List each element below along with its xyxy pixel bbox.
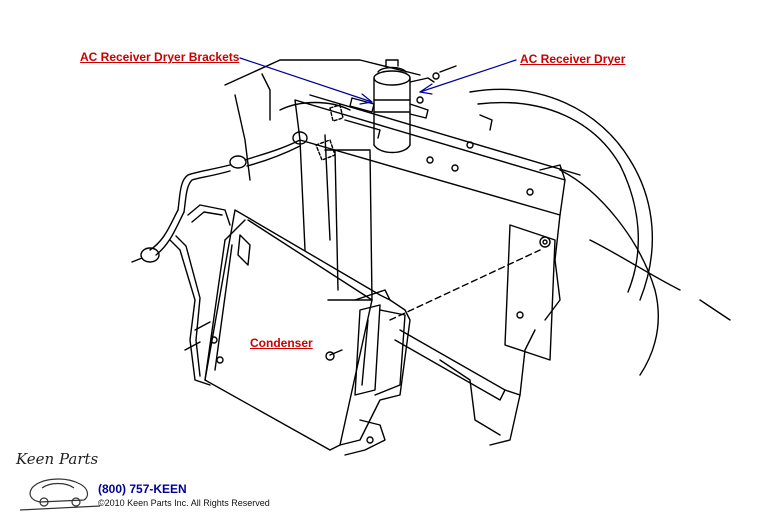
keen-parts-logo	[19, 478, 101, 511]
label-ac-receiver-dryer-brackets[interactable]: AC Receiver Dryer Brackets	[80, 50, 240, 64]
ac-receiver-dryer[interactable]	[373, 59, 457, 154]
condenser[interactable]	[184, 209, 411, 456]
phone-number[interactable]: (800) 757-KEEN	[98, 482, 187, 496]
leader-lines	[239, 57, 517, 105]
radiator-support	[294, 94, 581, 446]
copyright-notice: ©2010 Keen Parts Inc. All Rights Reserve…	[98, 498, 270, 508]
mounting-dashed-line	[389, 249, 541, 321]
ac-hose-lines	[131, 131, 308, 386]
inner-fender-left	[224, 59, 421, 181]
fasteners	[466, 114, 566, 319]
radiator-core	[324, 149, 556, 361]
label-condenser[interactable]: Condenser	[250, 336, 313, 350]
fender-outline	[469, 88, 731, 376]
ac-receiver-dryer-brackets[interactable]	[315, 97, 429, 161]
label-ac-receiver-dryer[interactable]: AC Receiver Dryer	[520, 52, 626, 66]
logo-wordmark: Keen Parts	[16, 450, 99, 468]
